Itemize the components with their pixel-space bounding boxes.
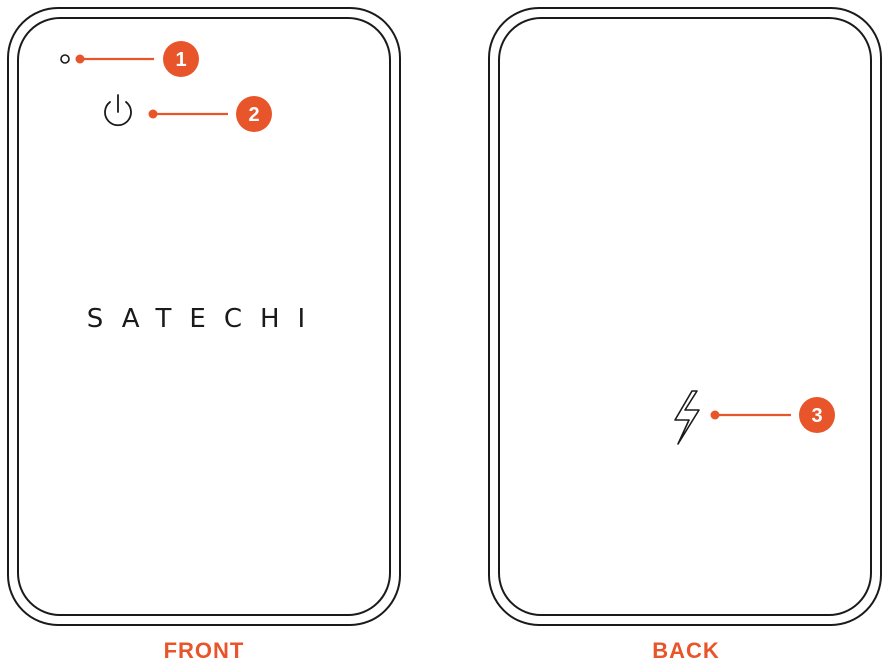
power-icon (104, 94, 132, 127)
callout-2-badge (236, 96, 272, 132)
lightning-bolt-icon (674, 390, 700, 445)
callout-3: 3 (710, 397, 835, 433)
callout-1: 1 (75, 41, 199, 77)
brand-logo: SATECHI (87, 304, 323, 334)
back-outer-outline (488, 7, 882, 626)
callout-3-badge (799, 397, 835, 433)
callout-1-badge (163, 41, 199, 77)
callout-2-number: 2 (248, 104, 259, 126)
front-device: SATECHI 1 2 FRONT (7, 7, 401, 663)
back-label: BACK (652, 638, 720, 663)
callout-2: 2 (148, 96, 272, 132)
callout-1-number: 1 (175, 49, 186, 71)
back-device: 3 BACK (488, 7, 882, 663)
front-inner-outline (17, 17, 391, 616)
front-label: FRONT (164, 638, 245, 663)
callout-3-number: 3 (811, 405, 822, 427)
back-inner-outline (498, 17, 872, 616)
led-indicator-icon (60, 54, 70, 64)
front-outer-outline (7, 7, 401, 626)
